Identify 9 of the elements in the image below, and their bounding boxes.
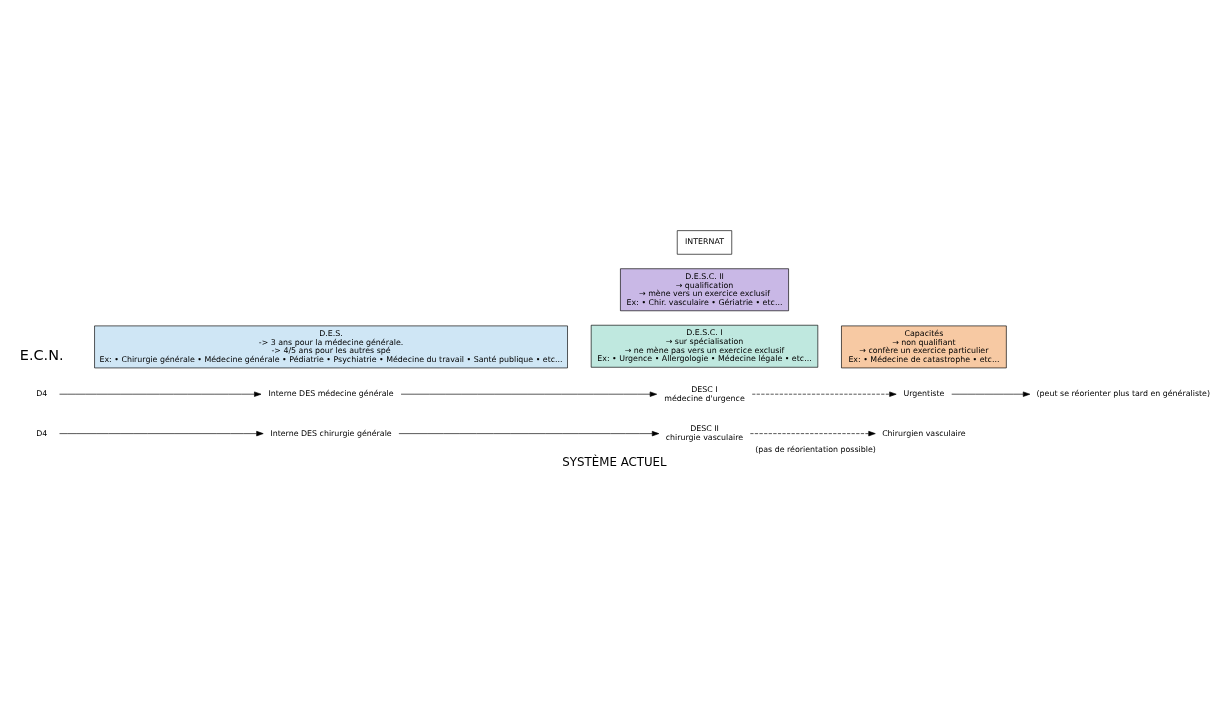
arrow: [59, 430, 264, 436]
arrow: [400, 391, 657, 397]
arrow: [951, 391, 1031, 397]
caption: SYSTÈME ACTUEL: [562, 454, 667, 469]
arrow: [398, 430, 660, 436]
arrow: [751, 391, 897, 397]
label: E.C.N.: [19, 346, 64, 363]
arrow: [750, 430, 876, 436]
arrow: [59, 391, 262, 397]
